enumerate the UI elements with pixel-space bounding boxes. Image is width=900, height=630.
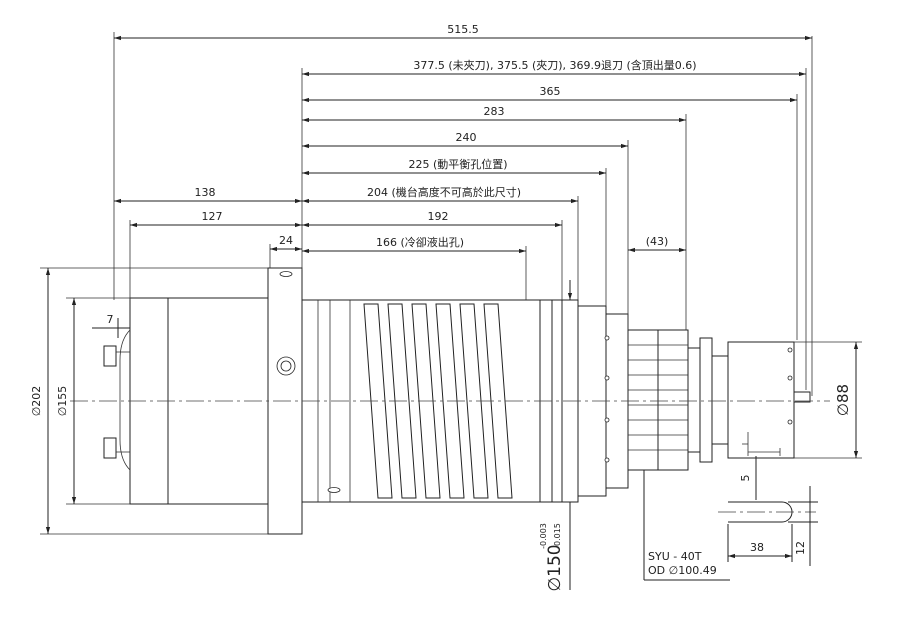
dim-5: 5: [739, 475, 752, 482]
dim-clamp: 377.5 (未夾刀), 375.5 (夾刀), 369.9退刀 (含頂出量0.…: [413, 58, 696, 72]
tool-holder: [627, 329, 811, 471]
dim-166: 166 (冷卻液出孔): [376, 235, 464, 249]
dim-24: 24: [279, 234, 293, 247]
dim-138: 138: [195, 186, 216, 199]
rear-connector-lower: [103, 437, 117, 459]
dim-12: 12: [794, 541, 807, 555]
dim-127: 127: [202, 210, 223, 223]
extension-lines: [40, 32, 862, 535]
tol-lower: -0.015: [553, 523, 562, 549]
key-detail: [718, 501, 816, 523]
tol-upper: -0.003: [539, 523, 548, 549]
dimension-lines: [45, 35, 859, 590]
dim-dia150: ∅150: [545, 544, 565, 591]
dim-225: 225 (動平衡孔位置): [408, 157, 507, 171]
dim-dia88: ∅88: [834, 384, 852, 416]
dim-283: 283: [484, 105, 505, 118]
dim-dia202: ∅202: [30, 386, 43, 417]
dim-192: 192: [428, 210, 449, 223]
dim-dia155: ∅155: [56, 386, 69, 417]
dim-43: (43): [646, 235, 669, 248]
dim-7: 7: [107, 313, 114, 326]
syu-od-note: OD ∅100.49: [648, 564, 717, 577]
dimension-labels: 515.5 377.5 (未夾刀), 375.5 (夾刀), 369.9退刀 (…: [30, 23, 852, 592]
dim-204: 204 (機台高度不可高於此尺寸): [367, 185, 521, 199]
dim-240: 240: [456, 131, 477, 144]
dim-38: 38: [750, 541, 764, 554]
tool-block: [727, 341, 795, 459]
syu-model-note: SYU - 40T: [648, 550, 702, 563]
rear-connector-upper: [103, 345, 117, 367]
dim-365: 365: [540, 85, 561, 98]
rear-cap-outline: [119, 329, 131, 471]
dim-overall: 515.5: [447, 23, 479, 36]
